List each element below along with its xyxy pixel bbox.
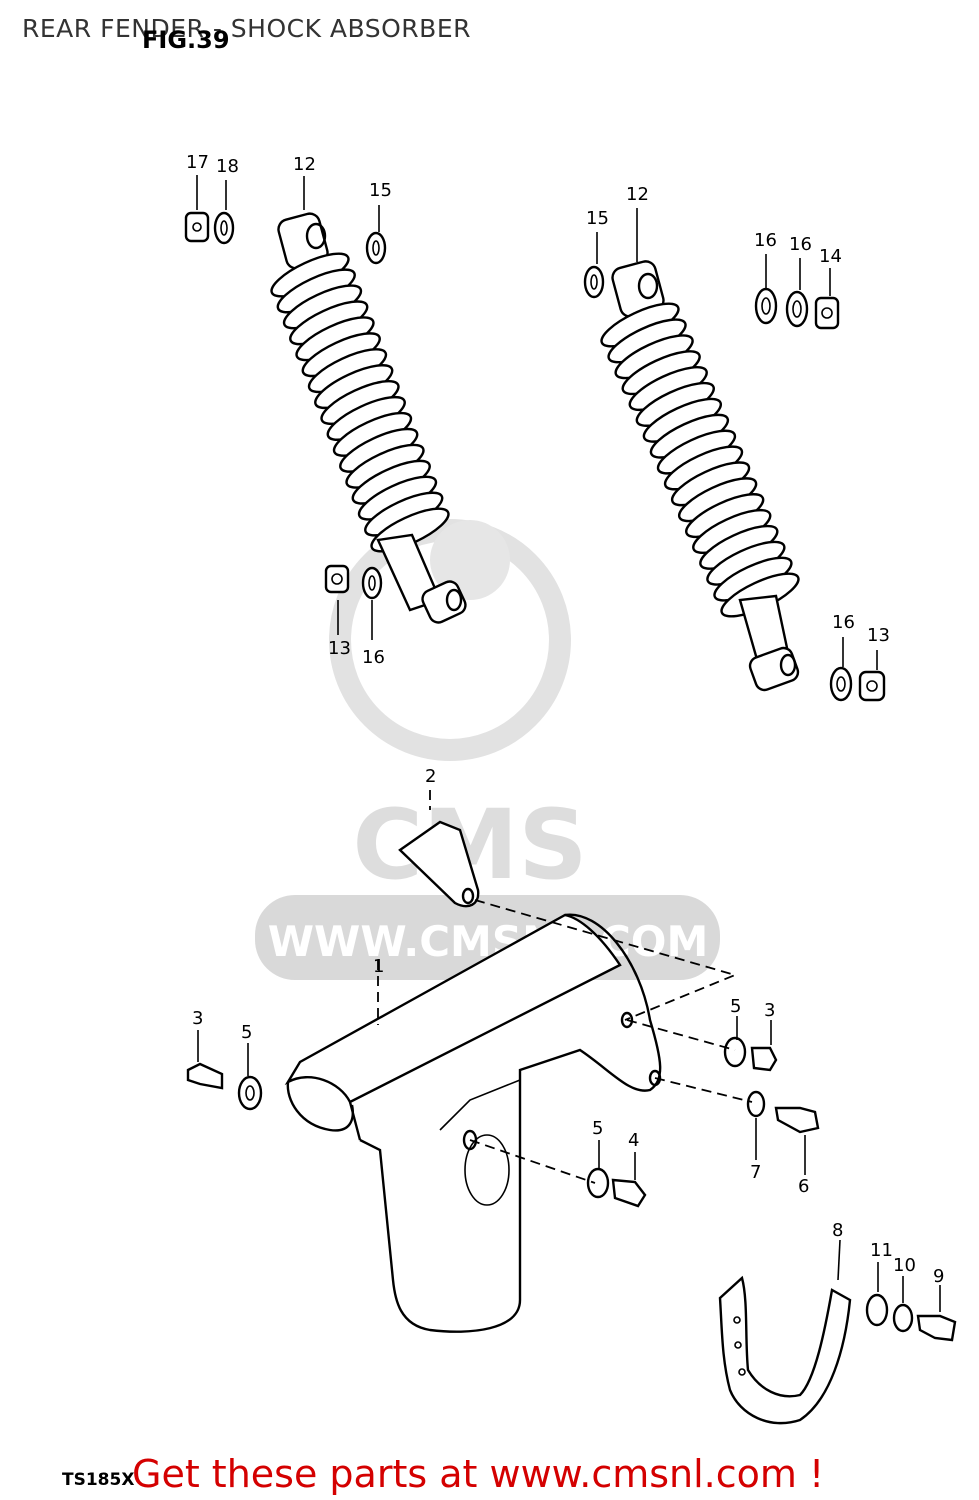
- left-shock-absorber: [270, 212, 467, 624]
- left-bolts: [186, 1062, 263, 1111]
- callout-5-right: 5: [730, 996, 741, 1017]
- callout-5-bottom: 5: [592, 1118, 603, 1139]
- callout-3-left: 3: [192, 1008, 203, 1029]
- callout-12-left: 12: [293, 154, 316, 175]
- callout-4: 4: [628, 1130, 639, 1151]
- callout-13-left: 13: [328, 638, 351, 659]
- leader-lines: [196, 175, 941, 1312]
- callout-10: 10: [893, 1255, 916, 1276]
- rear-fender: [284, 913, 662, 1333]
- callout-labels: 17 18 12 15 12 15 16 16 14 13 16 16 13 2…: [186, 152, 944, 1287]
- callout-8: 8: [832, 1220, 843, 1241]
- fender-hardware-right: [586, 1036, 820, 1208]
- right-shock-absorber: [600, 260, 800, 692]
- callout-9: 9: [933, 1266, 944, 1287]
- callout-16-c: 16: [362, 647, 385, 668]
- hardware-parts: [184, 211, 886, 702]
- callout-15-right: 15: [586, 208, 609, 229]
- page-title: REAR FENDER - SHOCK ABSORBER: [22, 14, 471, 43]
- callout-3-right: 3: [764, 1000, 775, 1021]
- model-code: TS185X: [62, 1470, 135, 1490]
- callout-6: 6: [798, 1176, 809, 1197]
- callout-5-left: 5: [241, 1022, 252, 1043]
- bracket-part-2: [398, 820, 480, 908]
- callout-14: 14: [819, 246, 842, 267]
- callout-12-right: 12: [626, 184, 649, 205]
- callout-17: 17: [186, 152, 209, 173]
- promo-link[interactable]: Get these parts at www.cmsnl.com !: [132, 1452, 825, 1496]
- callout-13-right: 13: [867, 625, 890, 646]
- assembly-lines: [377, 790, 753, 1184]
- callout-16-d: 16: [832, 612, 855, 633]
- callout-18: 18: [216, 156, 239, 177]
- figure-label: FIG.39: [142, 26, 230, 54]
- callout-1: 1: [373, 956, 384, 977]
- callout-16-b: 16: [789, 234, 812, 255]
- callout-7: 7: [750, 1162, 761, 1183]
- callout-2: 2: [425, 766, 436, 787]
- watermark: CMS WWW.CMSNL.COM: [255, 519, 720, 980]
- brace-part-8: [718, 1275, 957, 1425]
- callout-15-left: 15: [369, 180, 392, 201]
- callout-16-a: 16: [754, 230, 777, 251]
- callout-11: 11: [870, 1240, 893, 1261]
